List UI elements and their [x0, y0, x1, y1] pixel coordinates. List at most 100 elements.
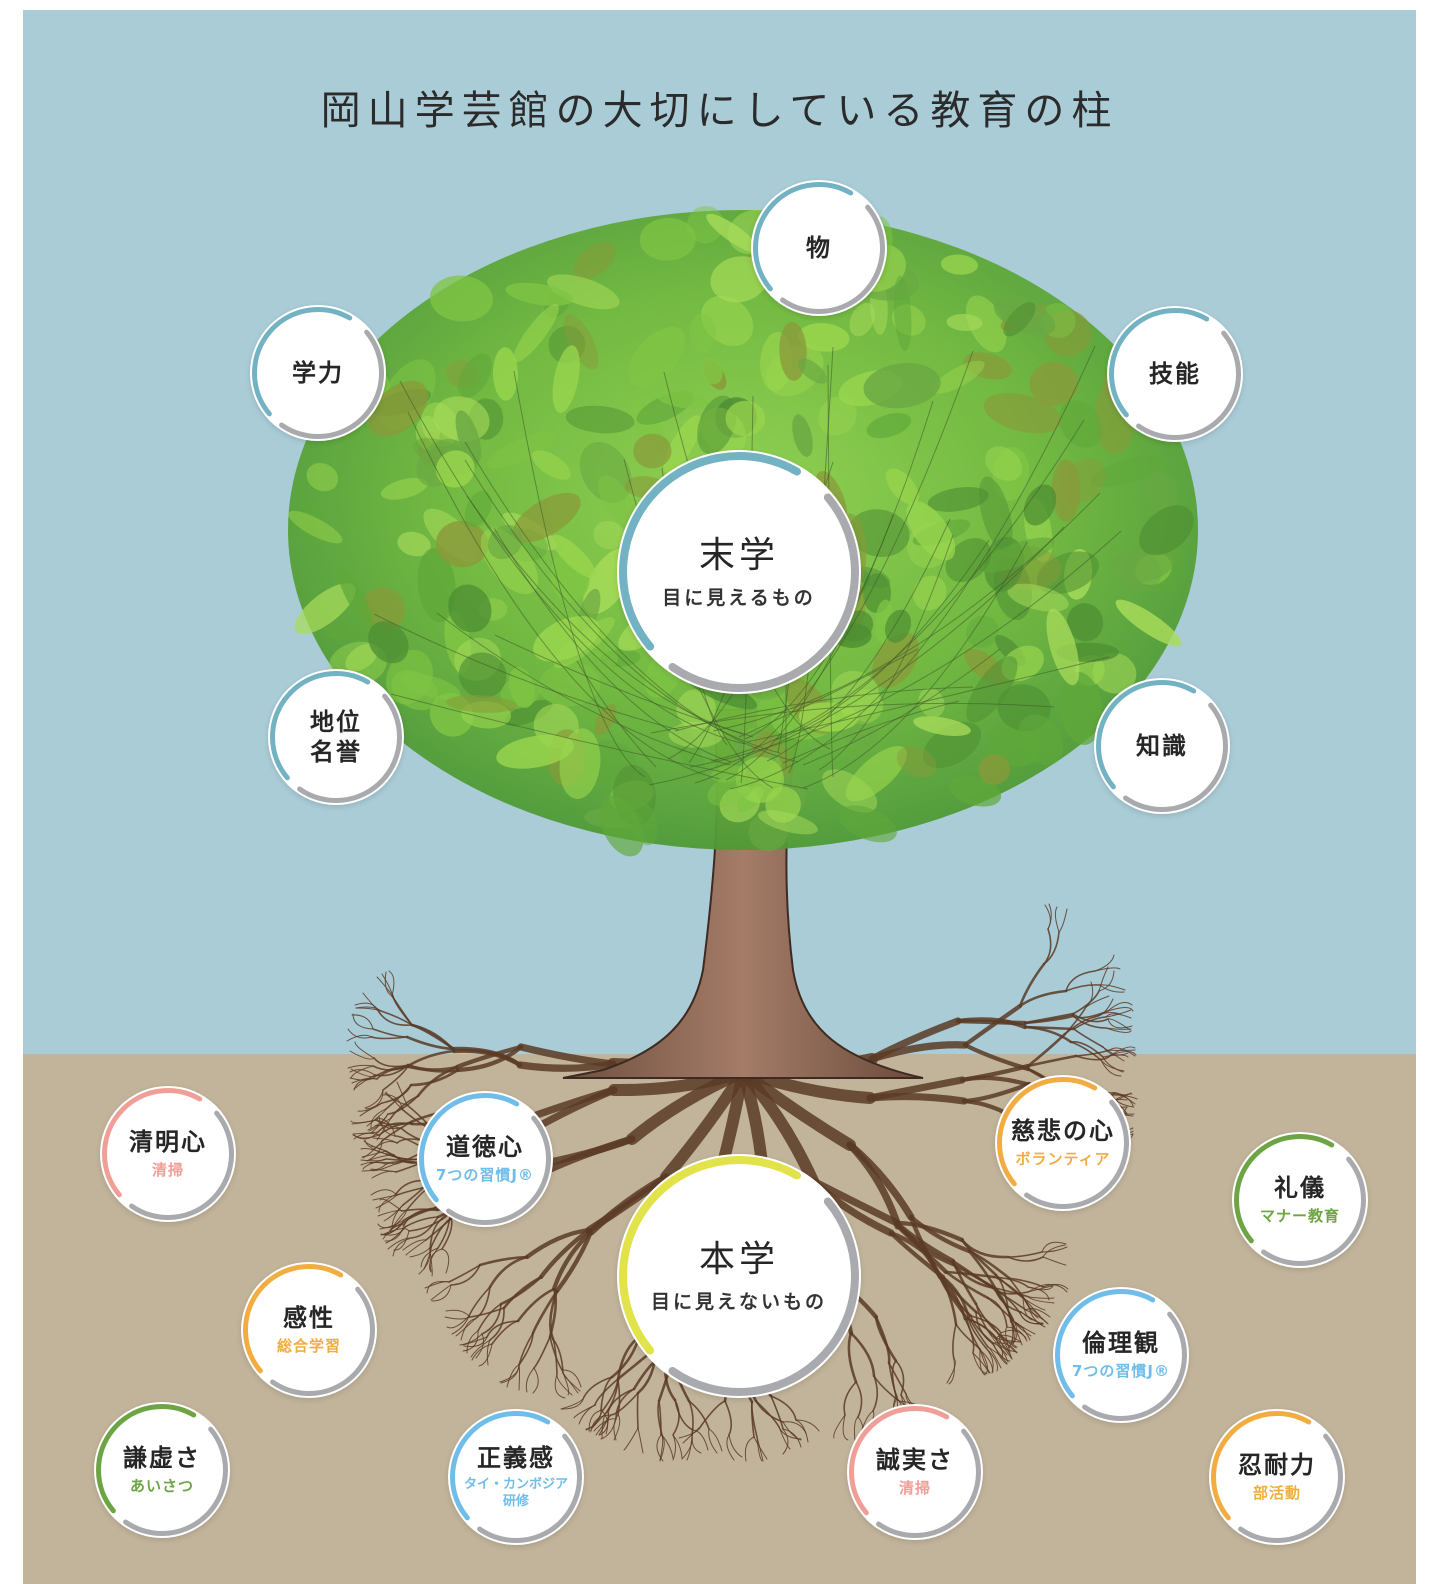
node-label: 道徳心 [446, 1133, 524, 1162]
node-label: 感性 [283, 1304, 335, 1333]
node-label: 技能 [1149, 360, 1201, 388]
ring-gray-arc [446, 1115, 551, 1225]
node-ring [1055, 1289, 1187, 1421]
node-sublabel: 目に見えるもの [662, 587, 816, 610]
ring-accent-arc [450, 1411, 551, 1521]
ring-accent-arc [243, 1264, 344, 1374]
node-ring [102, 1088, 234, 1220]
node-sublabel: ボランティア [1015, 1150, 1111, 1169]
node-label: 地位 名誉 [310, 708, 362, 766]
pillar-node: 道徳心 7つの習慣J® [417, 1091, 553, 1227]
node-label: 倫理観 [1082, 1329, 1160, 1358]
pillar-node: 学力 [250, 305, 386, 441]
node-text: 本学目に見えないもの [617, 1154, 861, 1398]
node-label: 末学 [698, 535, 779, 577]
pillar-node: 技能 [1107, 306, 1243, 442]
poster: 岡山学芸館の大切にしている教育の柱 末学目に見えるもの 物学力 技能地位 名誉 知識本… [23, 10, 1416, 1584]
node-ring [1211, 1411, 1343, 1543]
node-text: 慈悲の心ボランティア [995, 1075, 1131, 1211]
pillar-node: 礼儀マナー教育 [1232, 1132, 1368, 1268]
ring-gray-arc [1136, 330, 1241, 440]
node-ring [619, 1156, 859, 1396]
node-text: 知識 [1094, 678, 1230, 814]
node-ring [252, 307, 384, 439]
node-sublabel: 部活動 [1252, 1484, 1301, 1503]
node-sublabel: 7つの習慣J® [435, 1166, 535, 1185]
node-sublabel: 清掃 [151, 1161, 184, 1180]
pillar-node: 忍耐力部活動 [1209, 1409, 1345, 1545]
ring-gray-arc [270, 1286, 375, 1396]
ring-gray-arc [279, 329, 384, 439]
main-pillar-node: 末学目に見えるもの [617, 450, 861, 694]
ring-gray-arc [780, 204, 885, 314]
ring-accent-arc [270, 671, 371, 781]
ring-accent-arc [419, 1093, 520, 1203]
node-text: 正義感タイ・カンボジア 研修 [448, 1409, 584, 1545]
ring-gray-arc [668, 1197, 859, 1396]
roots [346, 903, 1138, 1462]
node-label: 誠実さ [876, 1446, 954, 1475]
ring-gray-arc [1123, 702, 1228, 812]
node-text: 物 [751, 180, 887, 316]
ring-accent-arc [753, 182, 854, 292]
pillar-node: 誠実さ清掃 [847, 1404, 983, 1540]
ring-gray-arc [123, 1426, 228, 1536]
pillar-node: 謙虚さあいさつ [94, 1402, 230, 1538]
node-text: 技能 [1107, 306, 1243, 442]
ring-accent-arc [997, 1077, 1098, 1187]
ring-accent-arc [96, 1404, 197, 1514]
node-text: 末学目に見えるもの [617, 450, 861, 694]
ring-accent-arc [252, 307, 353, 417]
node-label: 忍耐力 [1238, 1451, 1316, 1480]
node-sublabel: マナー教育 [1259, 1207, 1340, 1226]
ring-gray-arc [668, 493, 859, 692]
pillar-node: 感性総合学習 [241, 1262, 377, 1398]
pillar-node: 知識 [1094, 678, 1230, 814]
node-text: 忍耐力部活動 [1209, 1409, 1345, 1545]
node-text: 倫理観 7つの習慣J® [1053, 1287, 1189, 1423]
ring-accent-arc [1234, 1134, 1335, 1244]
main-pillar-node: 本学目に見えないもの [617, 1154, 861, 1398]
pillar-node: 正義感タイ・カンボジア 研修 [448, 1409, 584, 1545]
node-sublabel: 7つの習慣J® [1071, 1362, 1171, 1381]
ring-gray-arc [477, 1433, 582, 1543]
ring-gray-arc [876, 1428, 981, 1538]
node-ring [270, 671, 402, 803]
ring-accent-arc [619, 1156, 801, 1355]
node-label: 清明心 [129, 1128, 207, 1157]
ring-accent-arc [1109, 308, 1210, 418]
node-ring [619, 452, 859, 692]
ring-gray-arc [1261, 1156, 1366, 1266]
tree-trunk [562, 709, 924, 1079]
node-sublabel: 総合学習 [276, 1337, 341, 1356]
node-label: 正義感 [477, 1444, 555, 1473]
node-text: 感性総合学習 [241, 1262, 377, 1398]
ring-gray-arc [1082, 1311, 1187, 1421]
node-ring [1234, 1134, 1366, 1266]
node-ring [997, 1077, 1129, 1209]
node-text: 清明心清掃 [100, 1086, 236, 1222]
node-text: 礼儀マナー教育 [1232, 1132, 1368, 1268]
node-ring [96, 1404, 228, 1536]
node-label: 謙虚さ [123, 1444, 201, 1473]
ring-gray-arc [129, 1110, 234, 1220]
page-title: 岡山学芸館の大切にしている教育の柱 [320, 88, 1119, 134]
node-ring [849, 1406, 981, 1538]
node-sublabel: あいさつ [129, 1477, 194, 1496]
pillar-node: 地位 名誉 [268, 669, 404, 805]
ring-accent-arc [1055, 1289, 1156, 1399]
ring-accent-arc [102, 1088, 203, 1198]
node-label: 本学 [698, 1239, 779, 1281]
node-label: 物 [806, 234, 832, 262]
node-text: 誠実さ清掃 [847, 1404, 983, 1540]
ring-gray-arc [1024, 1099, 1129, 1209]
node-label: 礼儀 [1274, 1174, 1326, 1203]
pillar-node: 清明心清掃 [100, 1086, 236, 1222]
pillar-node: 慈悲の心ボランティア [995, 1075, 1131, 1211]
node-ring [753, 182, 885, 314]
node-ring [243, 1264, 375, 1396]
node-text: 道徳心 7つの習慣J® [417, 1091, 553, 1227]
ring-gray-arc [297, 693, 402, 803]
ring-accent-arc [1096, 680, 1197, 790]
ring-accent-arc [1211, 1411, 1312, 1521]
